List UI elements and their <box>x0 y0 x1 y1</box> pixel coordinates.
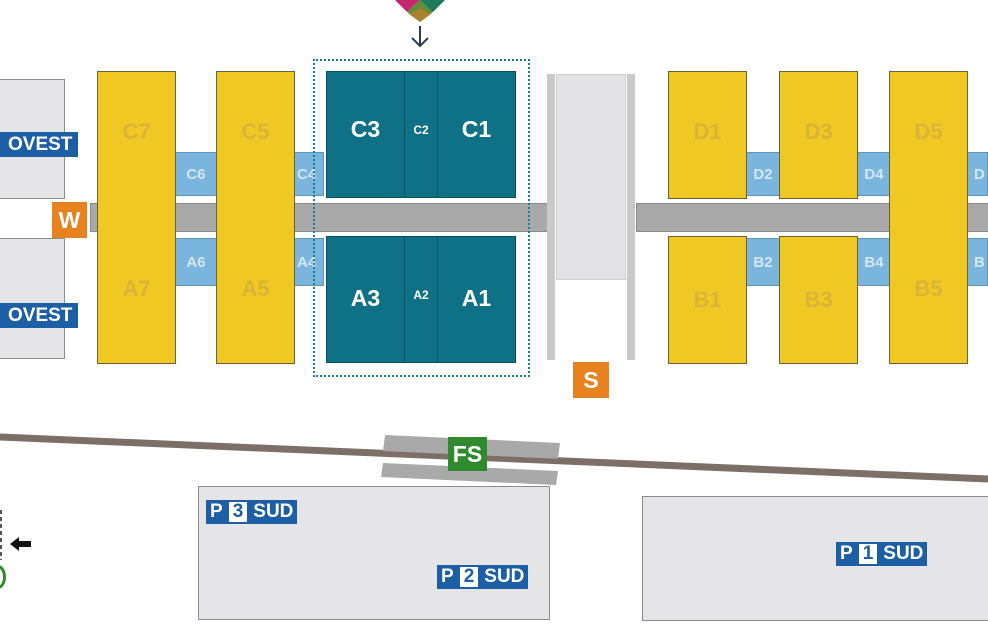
hall-b3[interactable]: B3 <box>779 236 858 364</box>
hall-c6[interactable]: C6 <box>175 152 217 196</box>
hall-b4[interactable]: B4 <box>857 238 891 286</box>
railway-track <box>0 433 988 485</box>
logo-icon <box>395 0 445 22</box>
west-building-lower <box>0 238 65 359</box>
hall-a1[interactable]: A1 <box>437 236 516 363</box>
dashed-boundary <box>0 510 2 560</box>
highlight-zone <box>313 59 530 377</box>
hall-d5-b5[interactable]: D5 B5 <box>889 71 968 364</box>
railway-station-badge[interactable]: FS <box>448 437 487 471</box>
hall-a4[interactable]: A4 <box>294 238 324 286</box>
entrance-west-badge[interactable]: W <box>52 202 87 238</box>
parking-p2-sign[interactable]: P 2 SUD <box>437 565 529 589</box>
arrow-down-icon <box>411 26 429 48</box>
parking-p3-sign[interactable]: P 3 SUD <box>206 500 298 524</box>
hall-d1[interactable]: D1 <box>668 71 747 199</box>
hall-d6[interactable]: D <box>966 152 988 196</box>
hall-b1[interactable]: B1 <box>668 236 747 364</box>
parking-area-sud-east <box>642 496 988 621</box>
central-pavilion-rail-right <box>627 74 635 360</box>
hall-d2[interactable]: D2 <box>746 152 780 196</box>
hall-b6[interactable]: B <box>966 238 988 286</box>
entrance-south-badge[interactable]: S <box>573 362 609 398</box>
hall-d5-label: D5 <box>914 119 943 144</box>
parking-ovest-upper-sign[interactable]: OVEST <box>0 132 79 157</box>
hall-d3[interactable]: D3 <box>779 71 858 199</box>
central-pavilion-rail-left <box>547 74 555 360</box>
hall-a7-label: A7 <box>122 276 151 301</box>
hall-c1[interactable]: C1 <box>437 71 516 198</box>
arrow-left-icon <box>10 537 31 551</box>
hall-c5-a5[interactable]: C5 A5 <box>216 71 295 364</box>
hall-c2[interactable]: C2 <box>404 71 438 198</box>
hall-d4[interactable]: D4 <box>857 152 891 196</box>
hall-b5-label: B5 <box>914 276 943 301</box>
hall-c5-label: C5 <box>241 119 270 144</box>
hall-a5-label: A5 <box>241 276 270 301</box>
parking-ovest-lower-sign[interactable]: OVEST <box>0 303 79 328</box>
green-marker <box>0 565 6 589</box>
hall-a6[interactable]: A6 <box>175 238 217 286</box>
hall-c7-label: C7 <box>122 119 151 144</box>
hall-c7-a7[interactable]: C7 A7 <box>97 71 176 364</box>
central-pavilion <box>556 74 626 280</box>
hall-b2[interactable]: B2 <box>746 238 780 286</box>
parking-p1-sign[interactable]: P 1 SUD <box>836 542 928 566</box>
